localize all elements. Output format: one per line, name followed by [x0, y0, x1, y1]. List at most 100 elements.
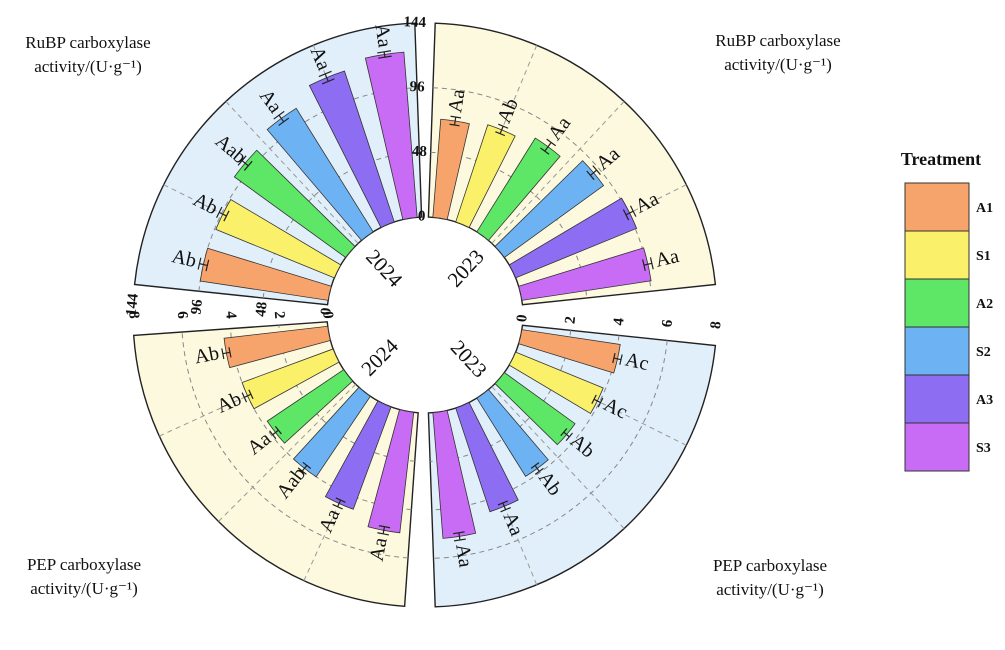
axis-tick-label: 0	[319, 311, 335, 320]
axis-tick-label: 0	[418, 208, 426, 224]
error-cap	[619, 354, 623, 365]
significance-label: Aa	[366, 536, 392, 563]
error-bar	[222, 351, 231, 355]
error-bar	[301, 465, 308, 472]
error-cap	[237, 155, 247, 166]
error-cap	[498, 123, 509, 129]
axis-title-line2: activity/(U·g⁻¹)	[34, 57, 142, 76]
axis-title-line1: RuBP carboxylase	[25, 33, 150, 52]
bar-A3	[508, 197, 638, 279]
error-cap	[453, 538, 466, 542]
bar-A2	[494, 371, 576, 446]
error-cap	[495, 131, 506, 137]
error-bar	[544, 141, 552, 152]
error-cap	[243, 160, 253, 171]
year-label: 2023	[446, 335, 492, 382]
grid-arc	[229, 328, 412, 511]
error-cap	[500, 506, 511, 513]
axis-title-line2: activity/(U·g⁻¹)	[716, 580, 824, 599]
error-bar	[199, 263, 208, 266]
axis-title-line1: PEP carboxylase	[713, 556, 827, 575]
error-bar	[453, 116, 457, 126]
axis-tick-label: 0	[514, 314, 531, 323]
error-bar	[383, 51, 386, 58]
error-bar	[590, 169, 598, 176]
axis-tick-label: 6	[174, 311, 191, 320]
axis-tick-label: 2	[563, 315, 580, 324]
error-cap	[534, 467, 544, 475]
error-bar	[324, 73, 329, 82]
bar-S2	[476, 389, 549, 477]
axis-tick-label: 8	[708, 321, 725, 330]
error-cap	[622, 209, 630, 221]
error-cap	[205, 259, 210, 272]
error-cap	[221, 348, 225, 360]
axis-tick-label: 0	[318, 307, 335, 316]
bar-S1	[455, 124, 516, 229]
error-cap	[228, 347, 232, 358]
axis-title-line2: activity/(U·g⁻¹)	[724, 55, 832, 74]
error-bar	[643, 262, 653, 266]
error-cap	[377, 532, 389, 536]
axis-title-line1: PEP carboxylase	[27, 555, 141, 574]
error-cap	[449, 123, 460, 127]
error-cap	[378, 55, 392, 59]
bar-S2	[494, 160, 605, 259]
error-bar	[382, 526, 386, 535]
error-cap	[302, 461, 312, 469]
axis-tick-label: 96	[409, 79, 425, 96]
axis-tick-label: 96	[189, 298, 207, 315]
year-label: 2024	[356, 334, 403, 381]
axis-tick-label: 4	[222, 311, 239, 320]
error-cap	[335, 497, 346, 503]
bar-A3	[324, 400, 392, 510]
significance-label: Ab	[193, 342, 221, 368]
significance-label: Aa	[451, 542, 476, 569]
error-cap	[530, 462, 540, 469]
error-bar	[613, 357, 622, 361]
bar-S1	[215, 198, 342, 279]
significance-label: Ac	[623, 349, 651, 376]
bar-A2	[233, 149, 356, 259]
error-cap	[378, 525, 391, 529]
bar-A1	[518, 329, 621, 374]
error-cap	[629, 205, 637, 217]
axis-tick-label: 48	[253, 301, 270, 318]
error-cap	[318, 70, 332, 78]
error-cap	[248, 389, 254, 400]
bar-S3	[518, 247, 652, 301]
error-cap	[197, 257, 202, 270]
error-bar	[534, 465, 540, 472]
error-cap	[297, 467, 307, 475]
year-label: 2023	[443, 245, 489, 292]
error-bar	[502, 502, 507, 510]
axis-tick-label: 144	[123, 292, 141, 317]
error-bar	[593, 398, 601, 404]
error-cap	[241, 392, 248, 403]
error-cap	[597, 397, 604, 408]
axis-tick-label: 48	[412, 144, 428, 161]
axis-tick-label: 2	[271, 311, 287, 320]
bar-S2	[292, 386, 371, 478]
axis-tick-label: 144	[403, 14, 427, 31]
bar-A1	[199, 247, 332, 301]
significance-label: Ab	[170, 245, 199, 272]
bar-S1	[241, 348, 340, 410]
error-cap	[278, 117, 290, 126]
error-cap	[450, 115, 462, 119]
bar-S2	[266, 107, 374, 241]
grid-arc	[431, 335, 620, 511]
error-cap	[273, 110, 285, 120]
bar-A1	[223, 325, 331, 369]
error-cap	[565, 432, 573, 441]
bar-A3	[308, 70, 395, 229]
bar-A2	[476, 137, 561, 241]
error-bar	[337, 499, 342, 508]
error-cap	[612, 352, 616, 364]
